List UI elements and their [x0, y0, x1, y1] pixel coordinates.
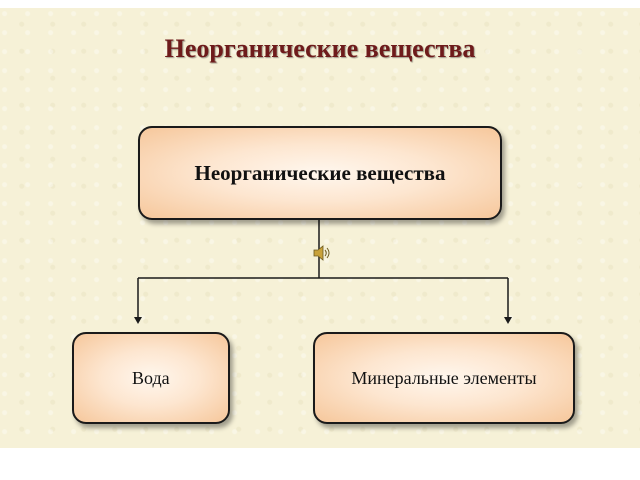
slide-title: Неорганические вещества — [164, 34, 476, 63]
root-node: Неорганические вещества — [138, 126, 502, 220]
arrowhead-right — [504, 317, 512, 324]
connector-lines — [134, 212, 512, 324]
arrowhead-left — [134, 317, 142, 324]
child-node-water: Вода — [72, 332, 230, 424]
child-node-minerals-label: Минеральные элементы — [351, 367, 537, 388]
root-node-label: Неорганические вещества — [194, 160, 446, 185]
slide: Неорганические вещества Неорганические в… — [0, 8, 640, 448]
speaker-icon[interactable] — [312, 244, 332, 262]
child-node-minerals: Минеральные элементы — [313, 332, 575, 424]
child-node-water-label: Вода — [132, 367, 170, 388]
